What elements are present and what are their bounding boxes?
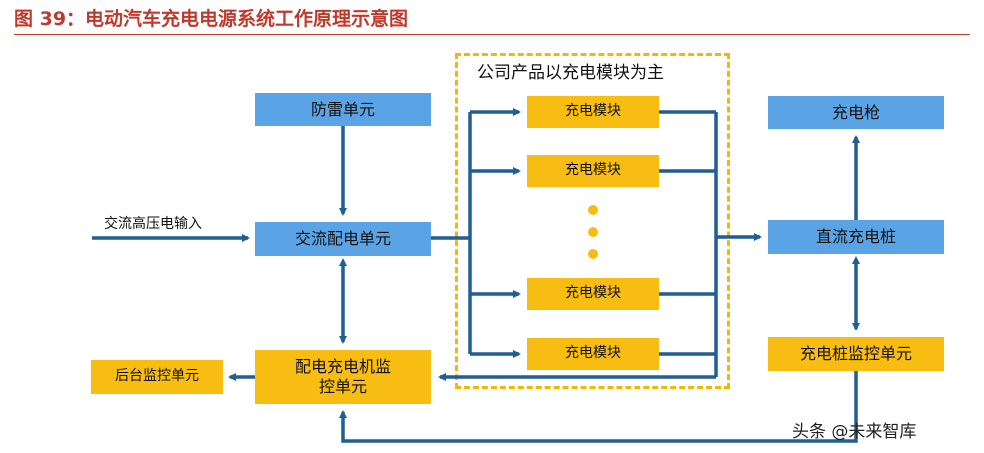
dc-charging-pile: 直流充电桩: [768, 220, 944, 254]
module-ellipsis-dots: [588, 205, 598, 259]
charging-module-label: 充电模块: [565, 162, 621, 179]
watermark: 头条 @未来智库: [792, 422, 917, 442]
ac-distribution-unit: 交流配电单元: [255, 222, 431, 256]
pile-monitor-unit: 充电桩监控单元: [768, 337, 944, 371]
product-scope-frame: [455, 53, 730, 389]
backend-monitor-unit: 后台监控单元: [91, 360, 223, 394]
charging-module-3: 充电模块: [527, 278, 659, 310]
charging-module-label: 充电模块: [565, 103, 621, 120]
arrow-pile-monitor-to-monitor: [339, 371, 858, 443]
charging-gun-label: 充电枪: [831, 102, 880, 122]
charger-monitor-unit: 配电充电机监控单元: [255, 350, 431, 404]
lightning-protection-unit: 防雷单元: [255, 93, 431, 126]
pile-monitor-label: 充电桩监控单元: [799, 344, 912, 363]
charging-module-4: 充电模块: [527, 338, 659, 370]
charging-module-1: 充电模块: [527, 96, 659, 128]
page-title: 图 39：电动汽车充电电源系统工作原理示意图: [14, 8, 409, 30]
backend-monitor-label: 后台监控单元: [115, 368, 199, 385]
charger-monitor-label: 配电充电机监控单元: [294, 357, 391, 396]
ac-distribution-label: 交流配电单元: [294, 229, 391, 248]
charging-module-label: 充电模块: [565, 285, 621, 302]
charging-module-label: 充电模块: [565, 345, 621, 362]
lightning-protection-label: 防雷单元: [310, 99, 375, 119]
charging-gun: 充电枪: [768, 96, 944, 129]
title-divider: [14, 34, 970, 35]
charging-module-2: 充电模块: [527, 155, 659, 187]
product-scope-label: 公司产品以充电模块为主: [477, 63, 664, 83]
dc-charging-pile-label: 直流充电桩: [815, 227, 896, 246]
ac-input-label: 交流高压电输入: [104, 216, 202, 232]
